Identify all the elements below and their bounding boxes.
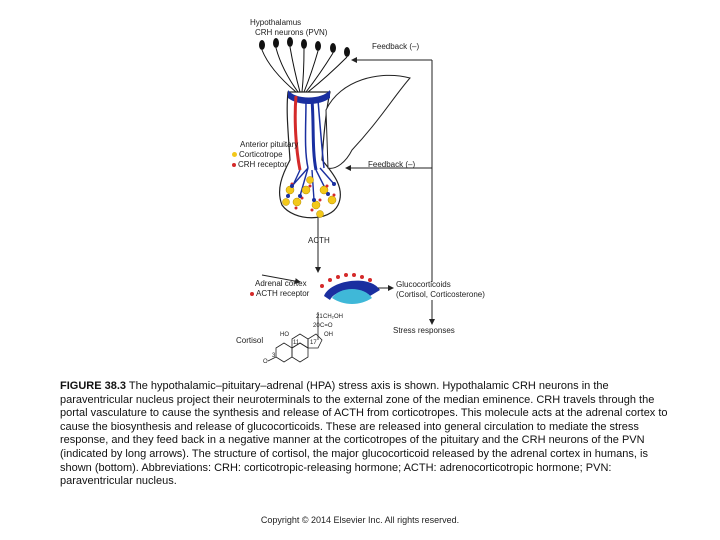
struct-o: O bbox=[263, 359, 268, 365]
label-feedback-mid: Feedback (–) bbox=[368, 160, 416, 169]
struct-c17: 17 bbox=[310, 340, 317, 346]
label-feedback-top: Feedback (–) bbox=[372, 42, 420, 51]
acth-receptor-legend-icon bbox=[250, 291, 254, 296]
portal-vessel-red bbox=[293, 95, 302, 171]
median-eminence bbox=[288, 90, 330, 104]
struct-c11: 11 bbox=[293, 340, 300, 346]
struct-c20: 20 bbox=[313, 323, 320, 329]
corticotrope-cells bbox=[282, 176, 337, 218]
crh-terminals bbox=[286, 182, 336, 202]
feedback-lines bbox=[345, 57, 435, 325]
struct-c3: 3 bbox=[272, 353, 276, 359]
copyright-notice: Copyright © 2014 Elsevier Inc. All right… bbox=[260, 515, 460, 525]
label-stress-responses: Stress responses bbox=[393, 326, 455, 335]
crh-receptor-legend-icon bbox=[232, 162, 236, 167]
label-glucocorticoids: Glucocorticoids bbox=[396, 280, 451, 289]
label-acth-receptor: ACTH receptor bbox=[250, 289, 309, 298]
cortisol-structure bbox=[267, 312, 323, 363]
figure-label: FIGURE 38.3 bbox=[60, 380, 127, 392]
struct-c21: 21 bbox=[316, 314, 323, 320]
label-corticotrope-text: Corticotrope bbox=[239, 150, 283, 159]
portal-vessel-blue bbox=[310, 99, 318, 171]
hpa-diagram-svg bbox=[259, 37, 435, 363]
label-acth-receptor-text: ACTH receptor bbox=[256, 289, 310, 298]
struct-ch2oh: CH₂OH bbox=[323, 314, 343, 320]
struct-co: C=O bbox=[320, 323, 333, 329]
crh-receptor-dots bbox=[290, 182, 336, 212]
label-crh-receptor-text: CRH receptor bbox=[238, 160, 287, 169]
label-corticotrope: Corticotrope bbox=[232, 150, 283, 159]
corticotrope-legend-icon bbox=[232, 152, 237, 158]
label-glucocorticoids-sub: (Cortisol, Corticosterone) bbox=[396, 290, 485, 299]
label-crh-receptor: CRH receptor bbox=[232, 160, 287, 169]
label-cortisol: Cortisol bbox=[236, 336, 264, 345]
crh-neuron-bodies bbox=[259, 37, 350, 57]
struct-oh: OH bbox=[324, 332, 333, 338]
struct-ho: HO bbox=[280, 332, 289, 338]
label-crh-neurons: CRH neurons (PVN) bbox=[255, 28, 328, 37]
figure-caption: FIGURE 38.3 The hypothalamic–pituitary–a… bbox=[60, 380, 670, 489]
figure-caption-text: The hypothalamic–pituitary–adrenal (HPA)… bbox=[60, 380, 668, 488]
crh-neuron-axons bbox=[261, 46, 348, 93]
label-hypothalamus: Hypothalamus bbox=[250, 18, 302, 27]
acth-receptor-dots bbox=[320, 273, 372, 288]
label-anterior-pituitary: Anterior pituitary bbox=[240, 140, 299, 149]
label-acth: ACTH bbox=[308, 236, 330, 245]
posterior-pituitary bbox=[325, 74, 411, 169]
hpa-axis-diagram bbox=[259, 37, 435, 363]
adrenal-gland bbox=[324, 280, 380, 304]
label-adrenal-cortex: Adrenal cortex bbox=[255, 279, 307, 288]
